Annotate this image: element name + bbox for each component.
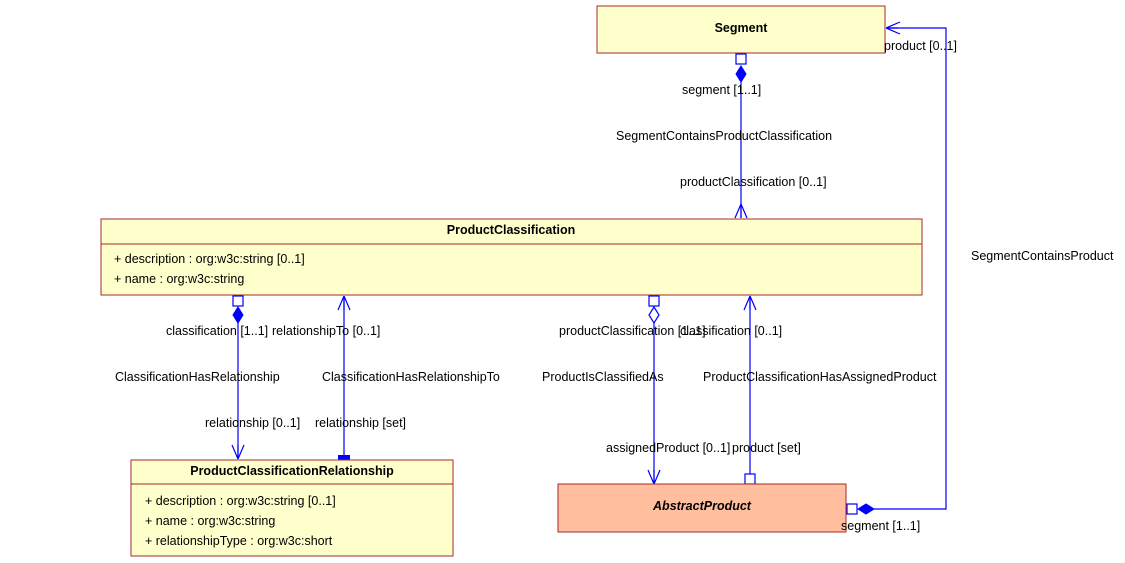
assoc-segment-contains-pc: SegmentContainsProductClassification — [616, 129, 832, 143]
assoc-pc-has-assigned-product: ProductClassificationHasAssignedProduct — [703, 370, 937, 384]
class-pcr-box — [130, 459, 454, 557]
class-segment-name: Segment — [715, 21, 769, 35]
role-classification-1-1: classification [1..1] — [166, 324, 268, 338]
role-relationship-0-1: relationship [0..1] — [205, 416, 300, 430]
arrowhead-classification — [743, 295, 757, 311]
class-abstract-product[interactable]: AbstractProduct — [557, 483, 847, 533]
role-product-0-1: product [0..1] — [884, 39, 957, 53]
class-pcr-attr-name: + name : org:w3c:string — [145, 514, 275, 528]
port-segment-bottom — [735, 53, 747, 65]
role-classification-0-1: classification [0..1] — [680, 324, 782, 338]
class-pcr-attr-description: + description : org:w3c:string [0..1] — [145, 494, 336, 508]
edge-segment-contains-product[interactable] — [874, 27, 947, 510]
composition-diamond-classification — [232, 306, 244, 324]
arrowhead-assigned-product — [647, 469, 661, 485]
class-pc-attr-description: + description : org:w3c:string [0..1] — [114, 252, 305, 266]
arrowhead-pc — [734, 203, 748, 219]
port-relationship-top — [338, 455, 350, 460]
aggregation-diamond-pc — [648, 305, 660, 325]
class-product-classification[interactable]: ProductClassification + description : or… — [100, 218, 923, 296]
assoc-product-is-classified-as: ProductIsClassifiedAs — [542, 370, 664, 384]
port-abstractproduct-right — [846, 503, 858, 515]
role-segment-1-1: segment [1..1] — [682, 83, 761, 97]
class-abstract-product-box — [557, 483, 847, 533]
composition-diamond-abstractproduct — [857, 503, 875, 515]
arrowhead-relationship-to — [337, 295, 351, 311]
class-abstract-product-name: AbstractProduct — [652, 499, 752, 513]
class-segment[interactable]: Segment — [596, 5, 886, 54]
class-pc-attr-name: + name : org:w3c:string — [114, 272, 244, 286]
class-pcr-name: ProductClassificationRelationship — [190, 464, 394, 478]
class-segment-box — [596, 5, 886, 54]
assoc-classification-has-relationship-to: ClassificationHasRelationshipTo — [322, 370, 500, 384]
role-product-classification-1-1: productClassification [1..1] — [559, 324, 706, 338]
edges — [231, 21, 947, 515]
port-abstractproduct-top — [744, 473, 756, 485]
class-pc-name: ProductClassification — [447, 223, 576, 237]
labels: segment [1..1] SegmentContainsProductCla… — [115, 39, 1114, 533]
role-assigned-product-0-1: assignedProduct [0..1] — [606, 441, 730, 455]
arrowhead-segment — [885, 21, 901, 35]
role-product-set: product [set] — [732, 441, 801, 455]
role-segment-1-1-b: segment [1..1] — [841, 519, 920, 533]
role-relationship-to-0-1: relationshipTo [0..1] — [272, 324, 380, 338]
composition-diamond-segment — [735, 65, 747, 83]
class-pcr-attr-relationship-type: + relationshipType : org:w3c:short — [145, 534, 333, 548]
role-product-classification-0-1: productClassification [0..1] — [680, 175, 827, 189]
role-relationship-set: relationship [set] — [315, 416, 406, 430]
class-pc-box — [100, 218, 923, 296]
port-pc-bottom-right — [648, 295, 660, 307]
assoc-classification-has-relationship: ClassificationHasRelationship — [115, 370, 280, 384]
assoc-segment-contains-product: SegmentContainsProduct — [971, 249, 1114, 263]
port-pc-bottom-left — [232, 295, 244, 307]
arrowhead-relationship — [231, 444, 245, 460]
class-pc-relationship[interactable]: ProductClassificationRelationship + desc… — [130, 459, 454, 557]
